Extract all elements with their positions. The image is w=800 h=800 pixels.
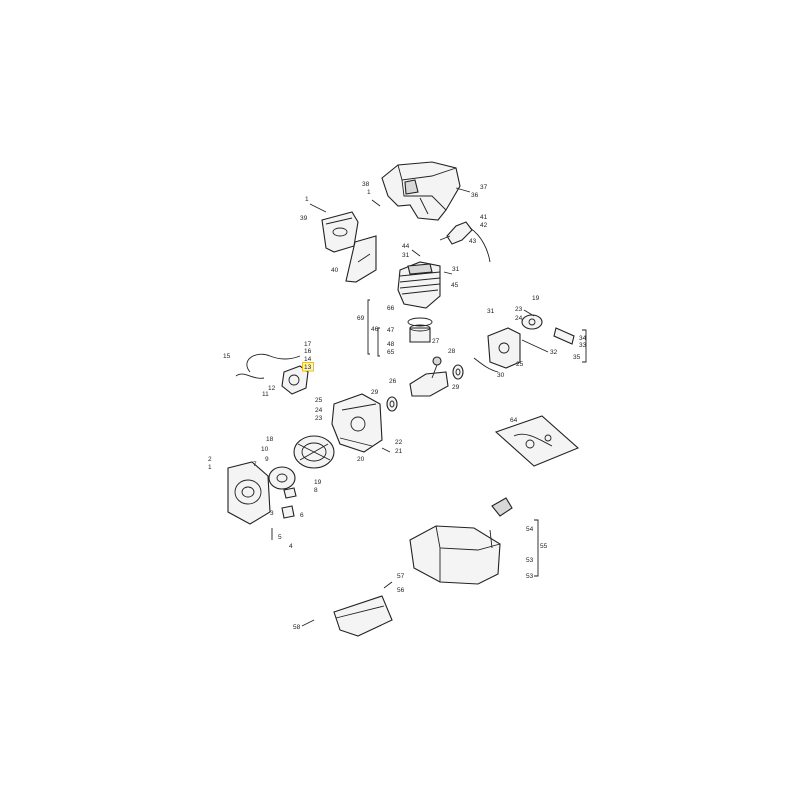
callout-41[interactable]: 41: [480, 214, 488, 221]
ignition-coil: [235, 353, 309, 395]
callout-24[interactable]: 24: [315, 407, 323, 414]
callout-35[interactable]: 35: [573, 354, 581, 361]
callout-69[interactable]: 69: [357, 315, 365, 322]
callout-27[interactable]: 27: [432, 338, 440, 345]
starter-pulley: [268, 466, 296, 490]
screws: [301, 187, 471, 627]
cylinder: [397, 261, 441, 309]
callout-65[interactable]: 65: [387, 349, 395, 356]
group-brackets: [367, 299, 587, 577]
callout-4[interactable]: 4: [289, 543, 293, 550]
callout-2[interactable]: 2: [208, 456, 212, 463]
callout-18[interactable]: 18: [266, 436, 274, 443]
callout-58[interactable]: 58: [293, 624, 301, 631]
callout-42[interactable]: 42: [480, 222, 488, 229]
callout-54[interactable]: 54: [526, 526, 534, 533]
callout-17[interactable]: 17: [304, 341, 312, 348]
callout-11[interactable]: 11: [262, 391, 269, 398]
callout-8[interactable]: 8: [314, 487, 318, 494]
callout-19[interactable]: 19: [314, 479, 322, 486]
callout-7[interactable]: 7: [253, 461, 257, 468]
crankcase: [331, 393, 383, 453]
callout-25[interactable]: 25: [516, 361, 524, 368]
callout-21[interactable]: 21: [395, 448, 403, 455]
filter-element: [345, 235, 377, 283]
bearing-right: [452, 364, 464, 380]
callout-24[interactable]: 24: [515, 315, 523, 322]
callout-5[interactable]: 5: [278, 534, 282, 541]
callout-38[interactable]: 38: [362, 181, 370, 188]
carburetor: [473, 327, 521, 373]
callout-9[interactable]: 9: [265, 456, 269, 463]
piston: [407, 317, 433, 343]
callout-66[interactable]: 66: [387, 305, 395, 312]
callout-19[interactable]: 19: [532, 295, 540, 302]
callout-13[interactable]: 13: [304, 364, 312, 371]
callout-29[interactable]: 29: [371, 389, 379, 396]
fuel-tank: [409, 497, 513, 585]
callout-31[interactable]: 31: [402, 252, 410, 259]
callout-64[interactable]: 64: [510, 417, 518, 424]
callout-36[interactable]: 36: [471, 192, 479, 199]
callout-20[interactable]: 20: [357, 456, 365, 463]
spark-plug-assembly: [439, 221, 491, 263]
filter-cover: [321, 211, 359, 253]
callout-33[interactable]: 33: [579, 342, 587, 349]
callout-44[interactable]: 44: [402, 243, 410, 250]
callout-1[interactable]: 1: [305, 196, 309, 203]
intake-parts: [521, 309, 575, 353]
cylinder-cover: [381, 161, 461, 221]
starter-housing: [227, 461, 271, 525]
callout-53[interactable]: 53: [526, 573, 534, 580]
callout-6[interactable]: 6: [300, 512, 304, 519]
callout-47[interactable]: 47: [387, 327, 395, 334]
callout-45[interactable]: 45: [451, 282, 459, 289]
callout-1[interactable]: 1: [367, 189, 371, 196]
gasket-sheet: [494, 415, 580, 467]
callout-31[interactable]: 31: [487, 308, 495, 315]
callout-46[interactable]: 46: [371, 326, 379, 333]
callout-31[interactable]: 31: [452, 266, 460, 273]
small-fasteners: [271, 487, 297, 540]
callout-22[interactable]: 22: [395, 439, 403, 446]
bearing-left: [386, 396, 398, 412]
guard-plate: [333, 595, 393, 637]
callout-28[interactable]: 28: [448, 348, 456, 355]
callout-43[interactable]: 43: [469, 238, 477, 245]
crankshaft: [409, 356, 449, 397]
callout-34[interactable]: 34: [579, 335, 587, 342]
callout-12[interactable]: 12: [268, 385, 276, 392]
callout-25[interactable]: 25: [315, 397, 323, 404]
callout-37[interactable]: 37: [480, 184, 488, 191]
callout-30[interactable]: 30: [497, 372, 505, 379]
highlighted-callout-box: [302, 362, 314, 372]
callout-16[interactable]: 16: [304, 348, 312, 355]
callout-56[interactable]: 56: [397, 587, 405, 594]
callout-23[interactable]: 23: [315, 415, 323, 422]
callout-39[interactable]: 39: [300, 215, 308, 222]
callout-26[interactable]: 26: [389, 378, 397, 385]
callout-14[interactable]: 14: [304, 356, 312, 363]
callout-15[interactable]: 15: [223, 353, 231, 360]
callout-29[interactable]: 29: [452, 384, 460, 391]
callout-10[interactable]: 10: [261, 446, 269, 453]
callout-53[interactable]: 53: [526, 557, 534, 564]
callout-57[interactable]: 57: [397, 573, 405, 580]
flywheel: [293, 435, 335, 469]
callout-3[interactable]: 3: [270, 510, 274, 517]
callout-1[interactable]: 1: [208, 464, 212, 471]
callout-23[interactable]: 23: [515, 306, 523, 313]
callout-32[interactable]: 32: [550, 349, 558, 356]
callout-55[interactable]: 55: [540, 543, 548, 550]
callout-40[interactable]: 40: [331, 267, 339, 274]
callout-48[interactable]: 48: [387, 341, 395, 348]
